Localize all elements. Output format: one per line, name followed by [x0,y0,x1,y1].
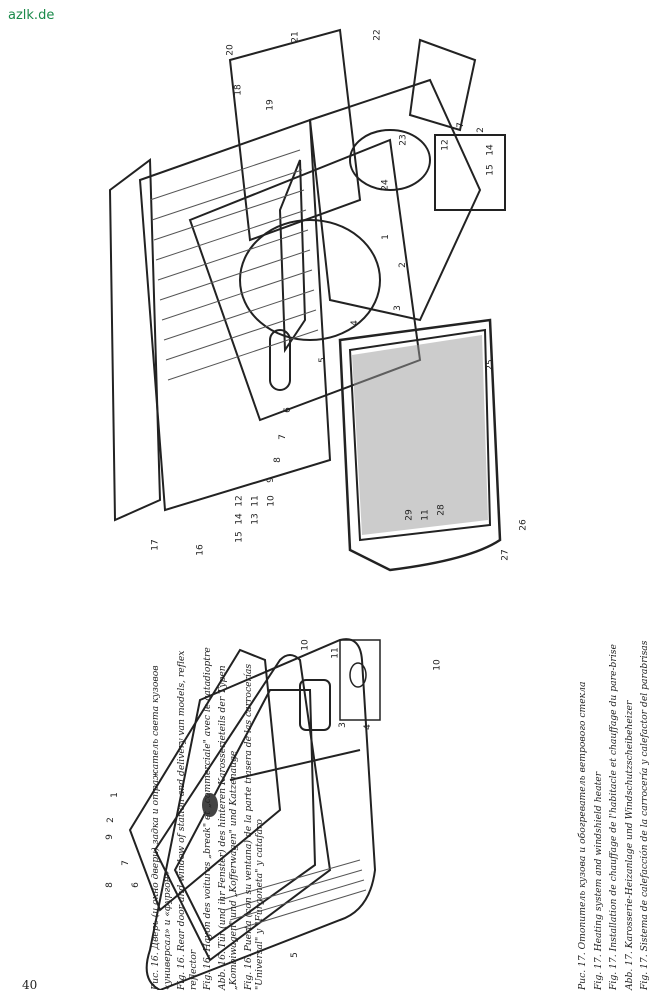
label: 6 [282,407,293,413]
caption-ru: Рис. 16. Дверь (и окно двери) задка и от… [150,665,173,990]
label: 2 [105,817,116,823]
label: 9 [265,477,276,483]
label: 14 [234,513,245,525]
figure-16-rear-door-drawing [128,638,381,990]
label: 18 [233,84,244,96]
figure-17-heater-drawing [108,28,506,572]
label: 10 [432,659,443,671]
caption-ru: Рис. 17. Отопитель кузова и обогреватель… [577,681,588,990]
label: 8 [104,882,115,888]
caption-es: Fig. 17. Sistema de calefacción de la ca… [639,640,650,990]
label: 15 [234,531,245,543]
label: 1 [109,792,120,798]
caption-de: Abb. 17. Karosserie-Heizanlage und Winds… [623,700,635,990]
caption-es: Fig. 16. Puerta (con su ventana) de la p… [242,663,266,990]
label: 11 [420,509,431,521]
label: 17 [150,539,161,551]
label: 19 [265,99,276,111]
label: 2 [397,262,408,268]
label: 12 [440,139,451,151]
label: 16 [195,544,206,556]
label: 8 [272,457,283,463]
label: 29 [404,509,415,521]
label: 6 [130,882,141,888]
label: 10 [266,495,277,507]
label: 4 [349,320,360,326]
label: 11 [330,647,341,659]
label: 21 [290,31,301,43]
caption-en: Fig. 16. Rear door and window of station… [176,650,199,990]
site-watermark: azlk.de [8,8,55,23]
label: 11 [250,495,261,507]
page-number: 40 [22,978,38,992]
label: 24 [380,179,391,191]
label: 20 [225,44,236,56]
label: 7 [277,434,288,440]
label: 13 [250,513,261,525]
label: 14 [485,144,496,156]
label: 25 [485,359,496,371]
label: 28 [436,504,447,516]
label: 5 [317,357,328,363]
label: 4 [362,724,373,730]
caption-fr: Fig. 17. Installation de chauffage de l'… [608,644,619,990]
label: 1 [380,234,391,240]
label: 3 [392,305,403,311]
label: 22 [372,29,383,41]
label: 9 [104,834,115,840]
label: 10 [300,639,311,651]
label: 7 [120,860,131,866]
figure-16-caption: Рис. 16. Дверь (и окно двери) задка и от… [150,620,265,990]
label: 2 [475,127,486,133]
label: 12 [234,495,245,507]
label: 23 [398,134,409,146]
reflector-inset-box [339,639,381,721]
label: 15 [485,164,496,176]
figure-17-caption: Рис. 17. Отопитель кузова и обогреватель… [577,380,662,990]
caption-en: Fig. 17. Heating system and windshield h… [592,771,604,990]
label: 3 [337,722,348,728]
label: 27 [500,549,511,561]
label: 5 [289,952,300,958]
label: 26 [518,519,529,531]
label: 7 [455,122,466,128]
caption-de: Abb. 16. Tür (und ihr Fenster) des hinte… [216,665,240,990]
caption-fr: Fig. 16. Hayon des voitures „break" et „… [202,647,213,990]
reflex-reflector [202,793,218,817]
